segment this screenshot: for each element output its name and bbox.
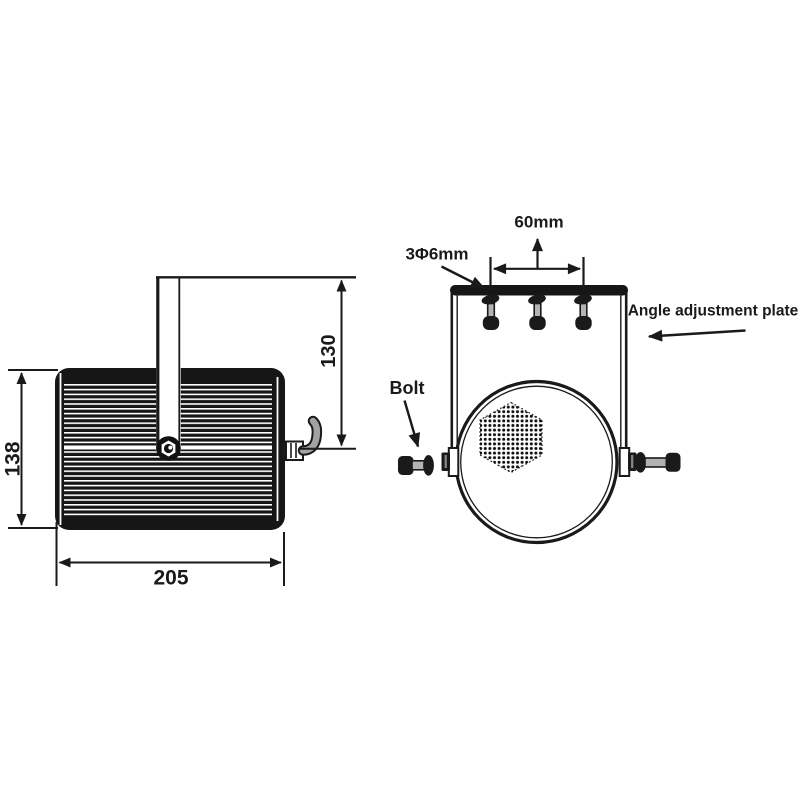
plate-callout-label: Angle adjustment plate: [627, 302, 799, 320]
speaker-front: [454, 379, 619, 545]
adjustment-bolts: [481, 294, 592, 330]
mounting-bracket: [156, 277, 181, 451]
callout-arrows: [403, 265, 746, 448]
dimension-138: [8, 369, 58, 529]
cable: [297, 415, 323, 456]
bolt-callout-label: Bolt: [389, 378, 425, 398]
pivot-bolt-icon: [156, 436, 181, 461]
side-bolt-left-icon: [398, 455, 434, 476]
adjustment-bolt-icon: [574, 294, 592, 330]
dimension-205: [55, 522, 285, 586]
adjustment-bolt-icon: [481, 294, 500, 330]
dimension-130: [156, 276, 356, 450]
side-view: [8, 276, 356, 586]
height-dimension-label: 138: [1, 441, 25, 477]
side-bolt-right-icon: [634, 452, 681, 473]
bracket-bar: [156, 277, 181, 451]
dimension-60mm: [489, 237, 585, 291]
plate-arrow: [647, 329, 746, 342]
adjustment-bolt-icon: [528, 294, 546, 330]
width-dimension-label: 205: [153, 566, 189, 590]
bracket-height-dimension-label: 130: [318, 334, 340, 368]
hole-spec-dimension-label: 3Φ6mm: [405, 244, 469, 264]
hinge-right: [618, 447, 637, 477]
grille-hex-pattern: [479, 401, 543, 474]
front-view: [398, 237, 746, 545]
hole-spacing-dimension-label: 60mm: [514, 212, 564, 232]
bolt-arrow: [403, 400, 421, 448]
hole-spec-arrow: [440, 265, 486, 290]
hinge-left: [441, 447, 460, 477]
